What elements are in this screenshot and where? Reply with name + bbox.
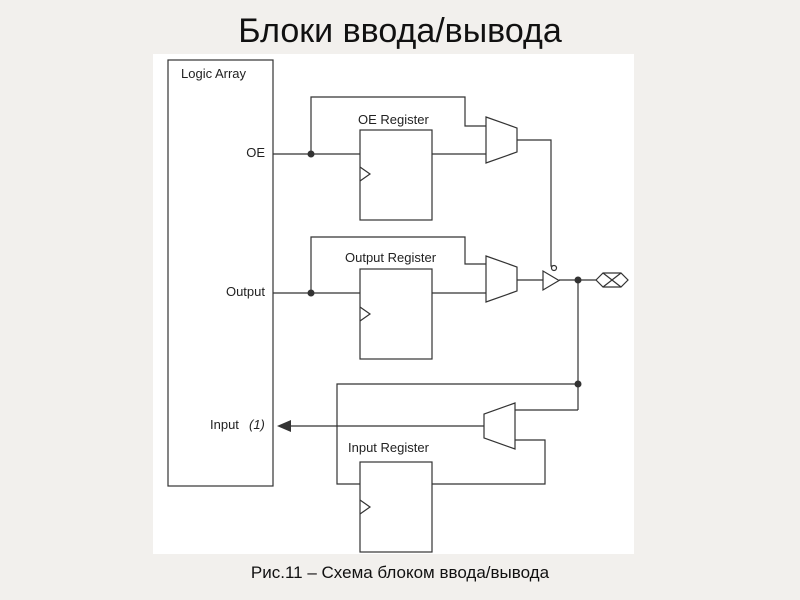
slide-title: Блоки ввода/вывода bbox=[238, 12, 562, 50]
oe-enable-wire bbox=[517, 139, 554, 267]
output-mux bbox=[485, 255, 518, 303]
oe-register-box bbox=[359, 129, 433, 221]
input-port-label: Input bbox=[210, 417, 239, 432]
oe-mux bbox=[485, 116, 518, 164]
logic-array-label: Logic Array bbox=[181, 66, 247, 81]
io-block-diagram: Logic Array OE Output Input (1) OE Regis… bbox=[167, 59, 629, 553]
output-register-label: Output Register bbox=[345, 250, 437, 265]
output-bypass-wire bbox=[310, 236, 486, 293]
input-register-clock bbox=[359, 499, 372, 515]
io-pin-cross-2 bbox=[602, 272, 622, 288]
output-register-clock bbox=[359, 306, 372, 322]
logic-array-block bbox=[167, 59, 274, 487]
input-register-feed-wire bbox=[336, 383, 578, 485]
output-register-box bbox=[359, 268, 433, 360]
input-register-box bbox=[359, 461, 433, 553]
input-register-label: Input Register bbox=[348, 440, 430, 455]
oe-register-clock bbox=[359, 166, 372, 182]
tristate-buffer bbox=[542, 269, 561, 292]
input-register-out-wire bbox=[432, 439, 546, 485]
input-mux bbox=[483, 402, 516, 450]
figure-caption: Рис.11 – Схема блоком ввода/вывода bbox=[250, 563, 550, 582]
input-port-note: (1) bbox=[249, 417, 265, 432]
output-port-label: Output bbox=[226, 284, 265, 299]
tristate-enable-bubble bbox=[550, 264, 558, 272]
oe-register-label: OE Register bbox=[358, 112, 429, 127]
oe-bypass-wire bbox=[310, 96, 486, 154]
oe-port-label: OE bbox=[246, 145, 265, 160]
diagram-panel: Logic Array OE Output Input (1) OE Regis… bbox=[153, 54, 634, 554]
input-arrow-icon bbox=[277, 420, 291, 432]
